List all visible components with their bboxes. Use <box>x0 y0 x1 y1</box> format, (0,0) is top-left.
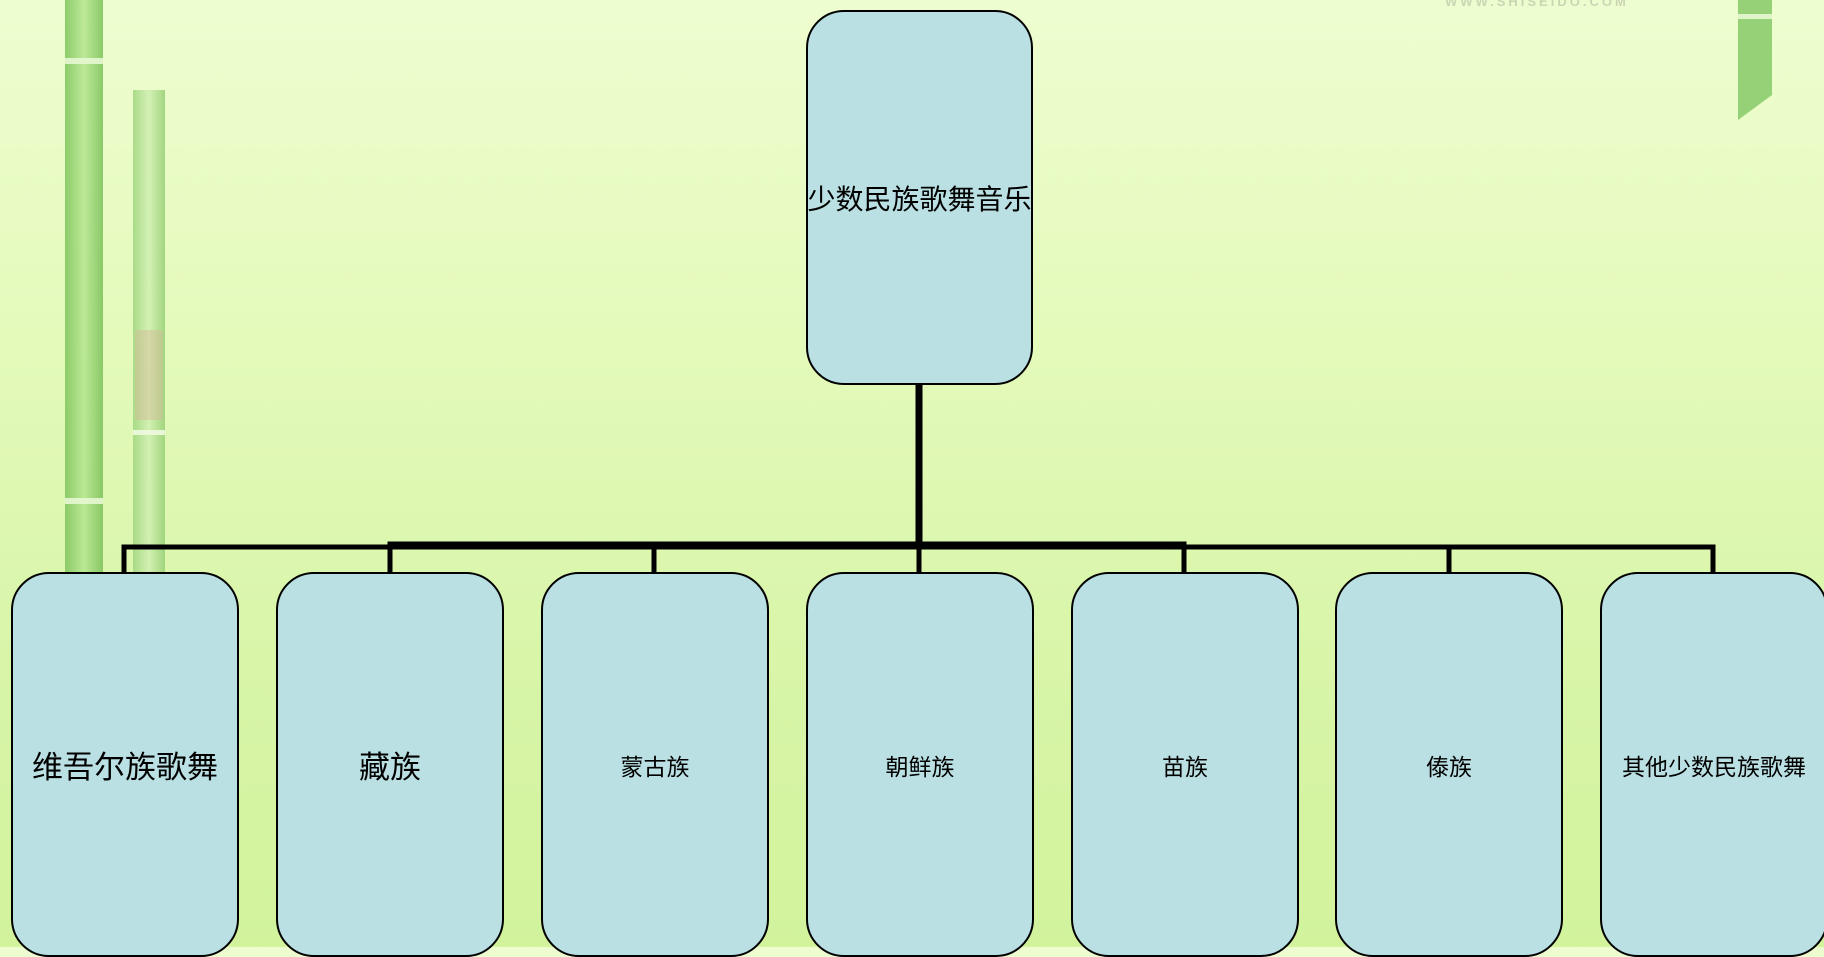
bamboo-decoration-left <box>65 0 165 580</box>
child-node-label: 朝鲜族 <box>885 754 955 781</box>
child-node-label: 其他少数民族歌舞 <box>1622 754 1806 781</box>
child-node-label: 蒙古族 <box>620 754 690 781</box>
child-node-mongolian: 蒙古族 <box>541 572 769 957</box>
child-node-label: 维吾尔族歌舞 <box>32 750 218 786</box>
child-node-miao: 苗族 <box>1071 572 1299 957</box>
bamboo-decoration-right <box>1738 0 1772 120</box>
child-node-label: 苗族 <box>1162 754 1208 781</box>
child-node-tibetan: 藏族 <box>276 572 504 957</box>
child-node-other: 其他少数民族歌舞 <box>1600 572 1824 957</box>
root-node: 少数民族歌舞音乐 <box>806 10 1033 385</box>
child-node-dai: 傣族 <box>1335 572 1563 957</box>
child-node-label: 藏族 <box>359 750 421 786</box>
watermark-text: WWW.SHISEIDO.COM <box>1445 0 1629 9</box>
child-node-uyghur: 维吾尔族歌舞 <box>11 572 239 957</box>
child-node-label: 傣族 <box>1426 754 1472 781</box>
root-node-label: 少数民族歌舞音乐 <box>807 182 1032 216</box>
child-node-korean: 朝鲜族 <box>806 572 1034 957</box>
